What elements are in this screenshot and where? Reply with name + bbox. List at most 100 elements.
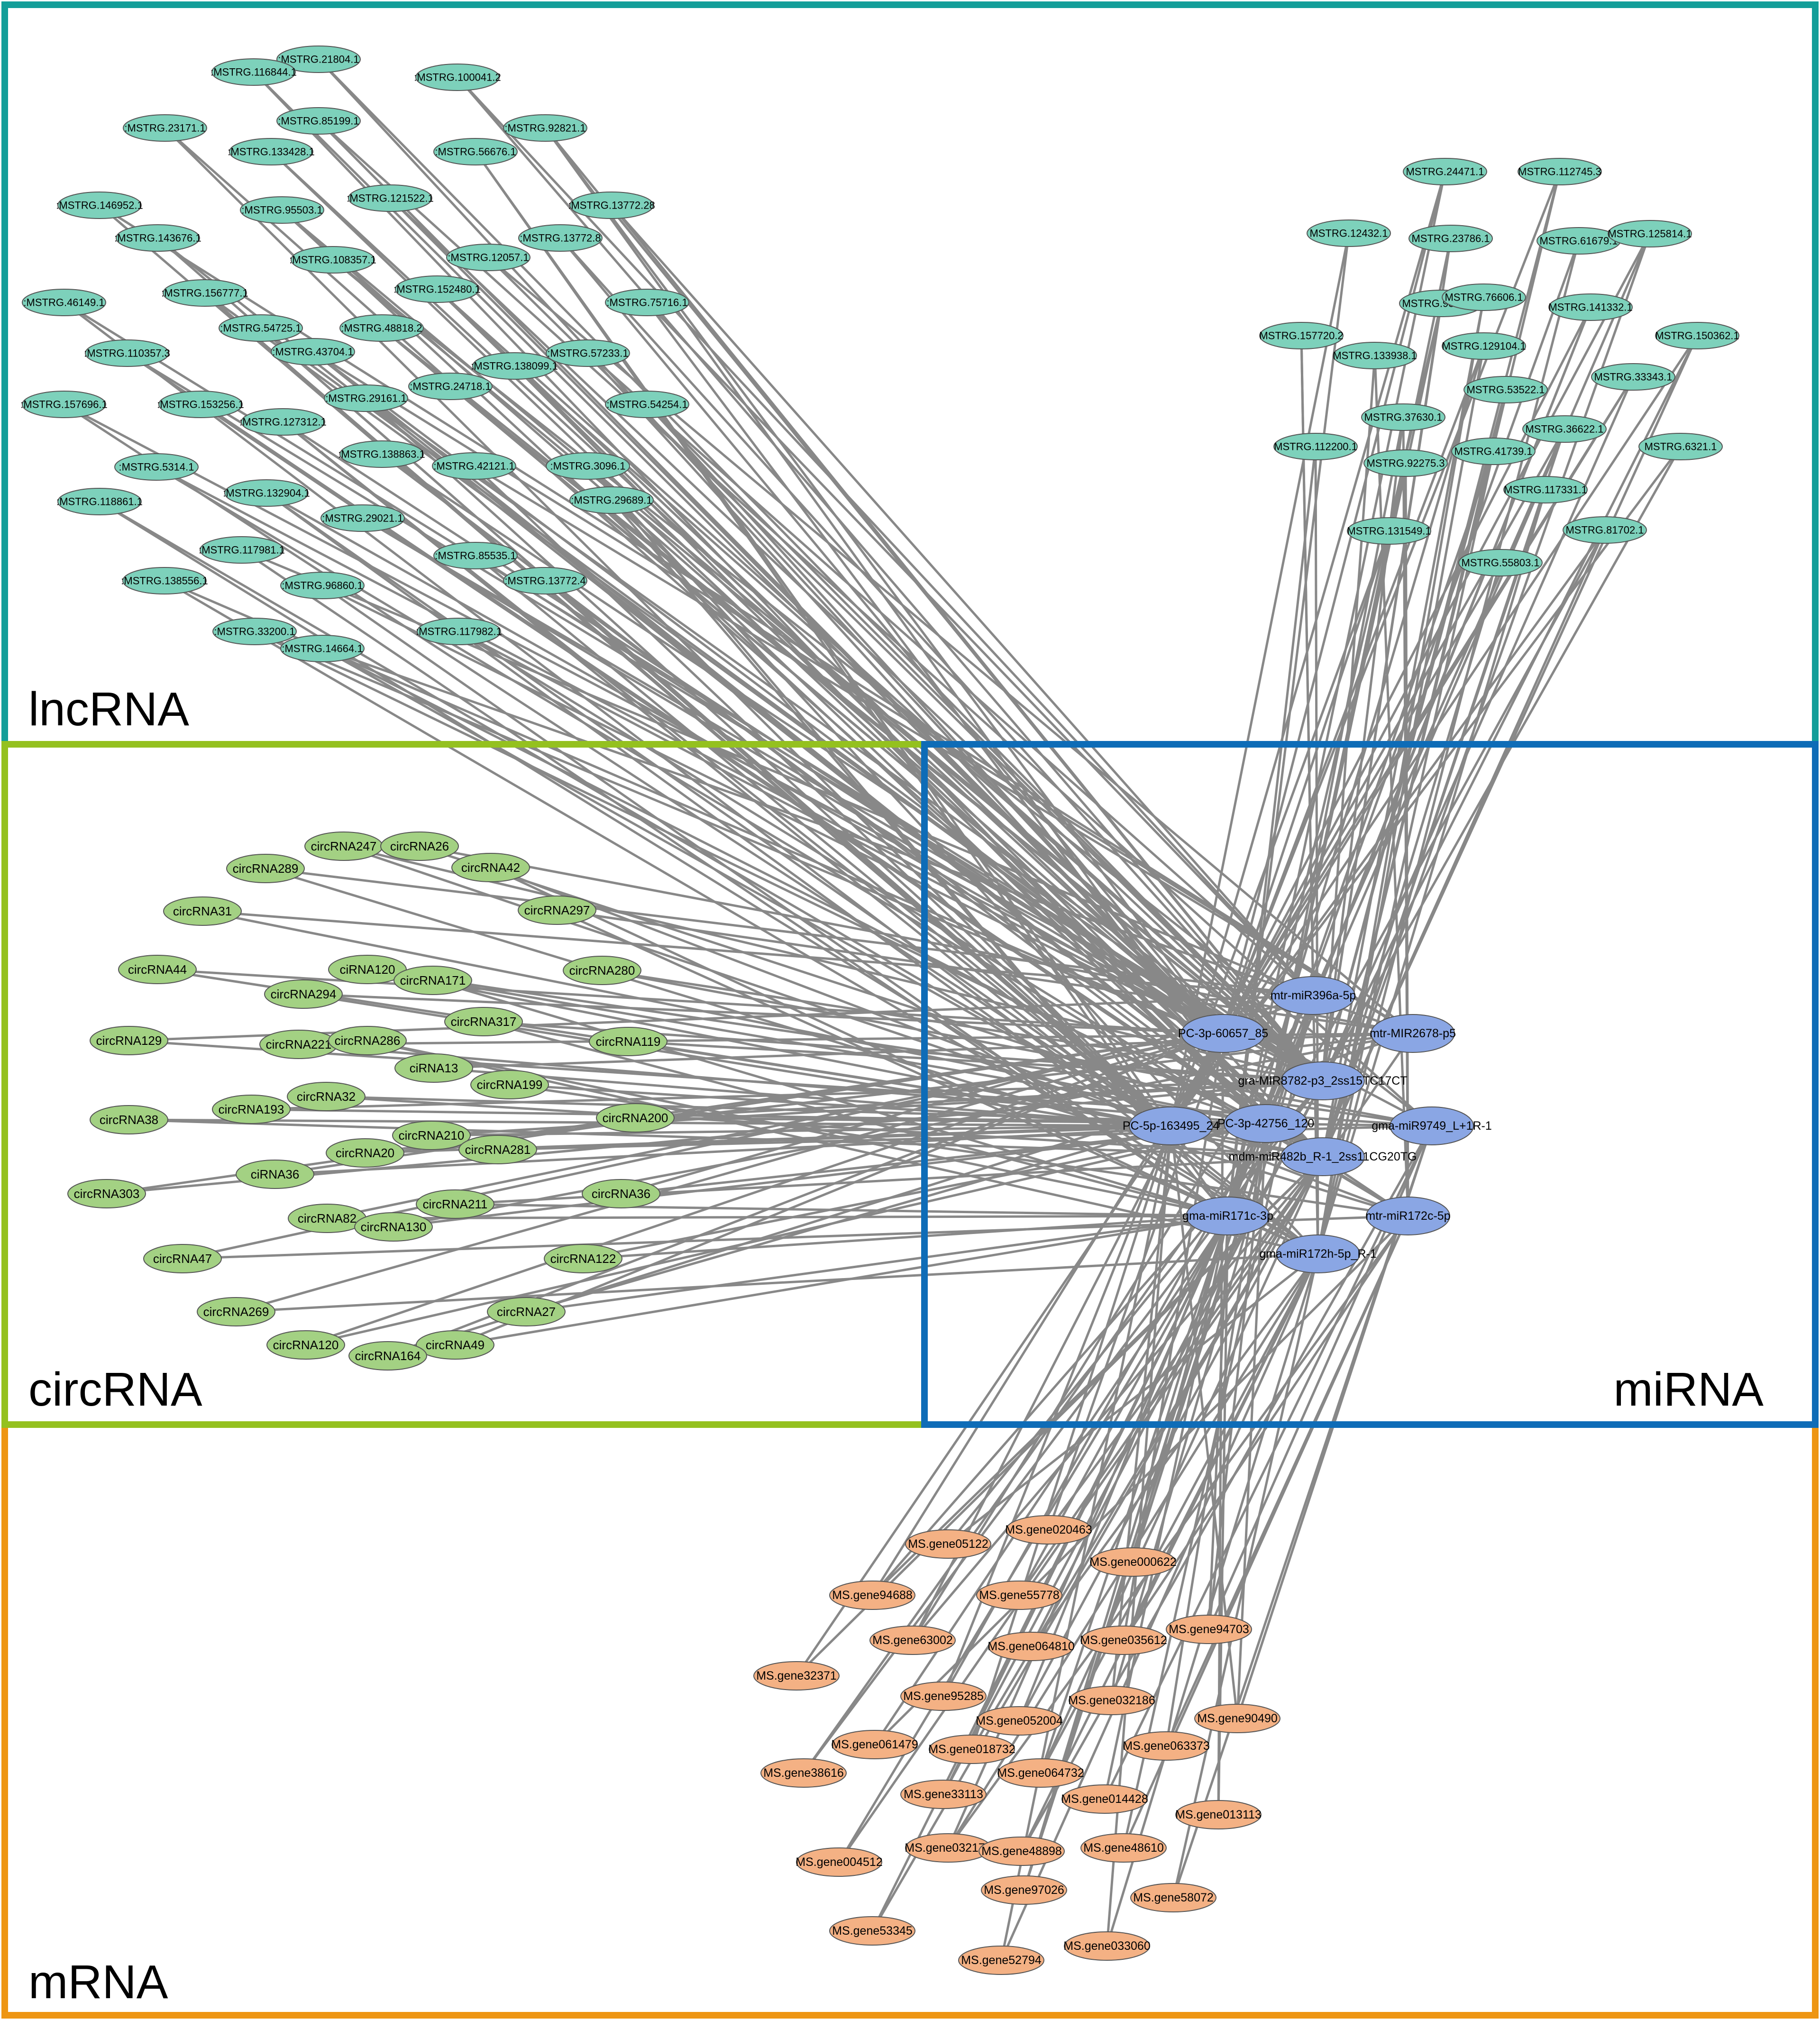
lncrna-node[interactable]: :MSTRG.152480.1: [393, 275, 481, 303]
lncrna-node[interactable]: :MSTRG.29689.1: [569, 486, 654, 514]
lncrna-node[interactable]: MSTRG.23786.1: [1408, 225, 1493, 252]
lncrna-node[interactable]: MSTRG.150362.1: [1655, 322, 1739, 349]
circrna-node[interactable]: circRNA47: [143, 1244, 222, 1273]
circrna-node[interactable]: circRNA42: [451, 853, 530, 882]
circrna-node[interactable]: circRNA120: [266, 1330, 345, 1360]
lncrna-node[interactable]: :MSTRG.46149.1: [22, 289, 106, 316]
mrna-node[interactable]: MS.gene000622: [1089, 1547, 1177, 1577]
mrna-node[interactable]: MS.gene38616: [760, 1758, 847, 1788]
circrna-node[interactable]: ciRNA13: [394, 1053, 473, 1083]
lncrna-node[interactable]: :MSTRG.138099.1: [471, 352, 558, 380]
circrna-node[interactable]: circRNA247: [304, 832, 383, 861]
lncrna-node[interactable]: :MSTRG.85535.1: [433, 542, 518, 569]
mrna-node[interactable]: MS.gene013113: [1175, 1800, 1262, 1829]
lncrna-node[interactable]: MSTRG.125814.1: [1608, 220, 1692, 247]
lncrna-node[interactable]: :MSTRG.117981.1: [199, 536, 285, 564]
circrna-node[interactable]: circRNA20: [326, 1138, 404, 1168]
lncrna-node[interactable]: MSTRG.92275.3: [1363, 449, 1448, 477]
lncrna-node[interactable]: :MSTRG.153256.1: [157, 391, 244, 418]
mirna-node[interactable]: gma-miR9749_L+1R-1: [1372, 1106, 1492, 1145]
mirna-node[interactable]: PC-3p-42756_120: [1217, 1104, 1314, 1143]
lncrna-node[interactable]: MSTRG.131549.1: [1347, 517, 1431, 545]
lncrna-node[interactable]: :MSTRG.14664.1: [280, 635, 365, 662]
lncrna-node[interactable]: :MSTRG.95503.1: [240, 196, 324, 224]
lncrna-node[interactable]: :MSTRG.157696.1: [20, 391, 108, 418]
lncrna-node[interactable]: :MSTRG.54254.1: [605, 391, 689, 418]
lncrna-node[interactable]: :MSTRG.75716.1: [605, 289, 689, 316]
circrna-node[interactable]: circRNA122: [544, 1244, 622, 1273]
lncrna-node[interactable]: :MSTRG.23171.1: [123, 114, 207, 142]
circrna-node[interactable]: circRNA294: [264, 979, 343, 1009]
mrna-node[interactable]: MS.gene90490: [1194, 1704, 1280, 1733]
circrna-node[interactable]: circRNA281: [458, 1135, 537, 1164]
lncrna-node[interactable]: MSTRG.133938.1: [1333, 342, 1417, 369]
lncrna-node[interactable]: :MSTRG.116844.1: [210, 58, 297, 86]
lncrna-node[interactable]: :MSTRG.13772.8: [518, 224, 603, 252]
mrna-node[interactable]: MS.gene033060: [1063, 1931, 1151, 1961]
lncrna-node[interactable]: :MSTRG.24718.1: [408, 373, 493, 400]
circrna-node[interactable]: circRNA119: [589, 1027, 668, 1056]
circrna-node[interactable]: circRNA286: [328, 1026, 407, 1055]
mrna-node[interactable]: MS.gene33113: [900, 1780, 987, 1809]
circrna-node[interactable]: circRNA200: [596, 1103, 675, 1133]
lncrna-node[interactable]: :MSTRG.127312.1: [239, 408, 327, 436]
mrna-node[interactable]: MS.gene064732: [997, 1758, 1084, 1788]
lncrna-node[interactable]: :MSTRG.146952.1: [56, 192, 143, 219]
lncrna-node[interactable]: :MSTRG.92821.1: [503, 114, 587, 142]
circrna-node[interactable]: circRNA280: [563, 956, 641, 985]
lncrna-node[interactable]: :MSTRG.13772.4: [503, 567, 587, 594]
mrna-node[interactable]: MS.gene052004: [976, 1706, 1063, 1736]
mrna-node[interactable]: MS.gene52794: [958, 1946, 1044, 1975]
lncrna-node[interactable]: :MSTRG.29161.1: [324, 384, 408, 412]
lncrna-node[interactable]: MSTRG.6321.1: [1638, 433, 1723, 460]
circrna-node[interactable]: circRNA210: [392, 1121, 471, 1150]
lncrna-node[interactable]: :MSTRG.100041.2: [414, 64, 501, 91]
lncrna-node[interactable]: :MSTRG.56676.1: [433, 138, 518, 165]
lncrna-node[interactable]: :MSTRG.117982.1: [416, 618, 502, 645]
lncrna-node[interactable]: :MSTRG.5314.1: [114, 453, 199, 481]
circrna-node[interactable]: circRNA44: [118, 955, 197, 984]
circrna-node[interactable]: circRNA36: [582, 1179, 660, 1208]
lncrna-node[interactable]: MSTRG.129104.1: [1442, 332, 1526, 360]
mrna-node[interactable]: MS.gene63002: [869, 1626, 956, 1655]
lncrna-node[interactable]: :MSTRG.33200.1: [212, 618, 297, 645]
circrna-node[interactable]: ciRNA120: [328, 955, 407, 984]
mrna-node[interactable]: MS.gene032177: [905, 1833, 992, 1863]
lncrna-node[interactable]: :MSTRG.143676.1: [114, 224, 201, 252]
circrna-node[interactable]: circRNA130: [354, 1212, 433, 1242]
lncrna-node[interactable]: :MSTRG.132904.1: [223, 479, 310, 507]
lncrna-node[interactable]: :MSTRG.54725.1: [219, 314, 303, 342]
lncrna-node[interactable]: :MSTRG.156777.1: [161, 279, 248, 307]
lncrna-node[interactable]: :MSTRG.108357.1: [289, 246, 376, 274]
lncrna-node[interactable]: :MSTRG.138556.1: [121, 567, 208, 594]
mrna-node[interactable]: MS.gene48898: [979, 1837, 1065, 1866]
lncrna-node[interactable]: :MSTRG.85199.1: [276, 107, 361, 135]
lncrna-node[interactable]: MSTRG.33343.1: [1591, 363, 1675, 391]
lncrna-node[interactable]: :MSTRG.3096.1: [546, 452, 630, 480]
circrna-node[interactable]: circRNA32: [287, 1082, 366, 1111]
mirna-node[interactable]: mtr-miR396a-5p: [1271, 976, 1356, 1015]
lncrna-node[interactable]: MSTRG.81702.1: [1563, 516, 1647, 544]
lncrna-node[interactable]: :MSTRG.48818.2: [339, 314, 424, 342]
circrna-node[interactable]: circRNA297: [518, 896, 596, 925]
lncrna-node[interactable]: :MSTRG.21804.1: [276, 46, 361, 73]
lncrna-node[interactable]: MSTRG.117331.1: [1503, 476, 1588, 503]
lncrna-node[interactable]: MSTRG.53522.1: [1463, 376, 1548, 403]
mrna-node[interactable]: MS.gene53345: [829, 1916, 915, 1946]
circrna-node[interactable]: circRNA303: [67, 1179, 146, 1208]
mirna-node[interactable]: PC-5p-163495_24: [1123, 1106, 1219, 1145]
mrna-node[interactable]: MS.gene05122: [905, 1529, 991, 1559]
mrna-node[interactable]: MS.gene55778: [976, 1581, 1062, 1610]
lncrna-node[interactable]: :MSTRG.42121.1: [432, 452, 516, 480]
circrna-node[interactable]: ciRNA36: [236, 1160, 314, 1189]
circrna-node[interactable]: circRNA211: [416, 1189, 494, 1219]
mrna-node[interactable]: MS.gene58072: [1130, 1883, 1216, 1912]
lncrna-node[interactable]: :MSTRG.121522.1: [347, 184, 434, 212]
mrna-node[interactable]: MS.gene064810: [988, 1632, 1075, 1661]
lncrna-node[interactable]: MSTRG.37630.1: [1361, 403, 1445, 431]
mrna-node[interactable]: MS.gene063373: [1123, 1731, 1210, 1761]
lncrna-node[interactable]: :MSTRG.29021.1: [320, 504, 405, 532]
circrna-node[interactable]: circRNA129: [90, 1026, 168, 1055]
circrna-node[interactable]: circRNA49: [416, 1330, 494, 1360]
mrna-node[interactable]: MS.gene020463: [1005, 1515, 1092, 1545]
